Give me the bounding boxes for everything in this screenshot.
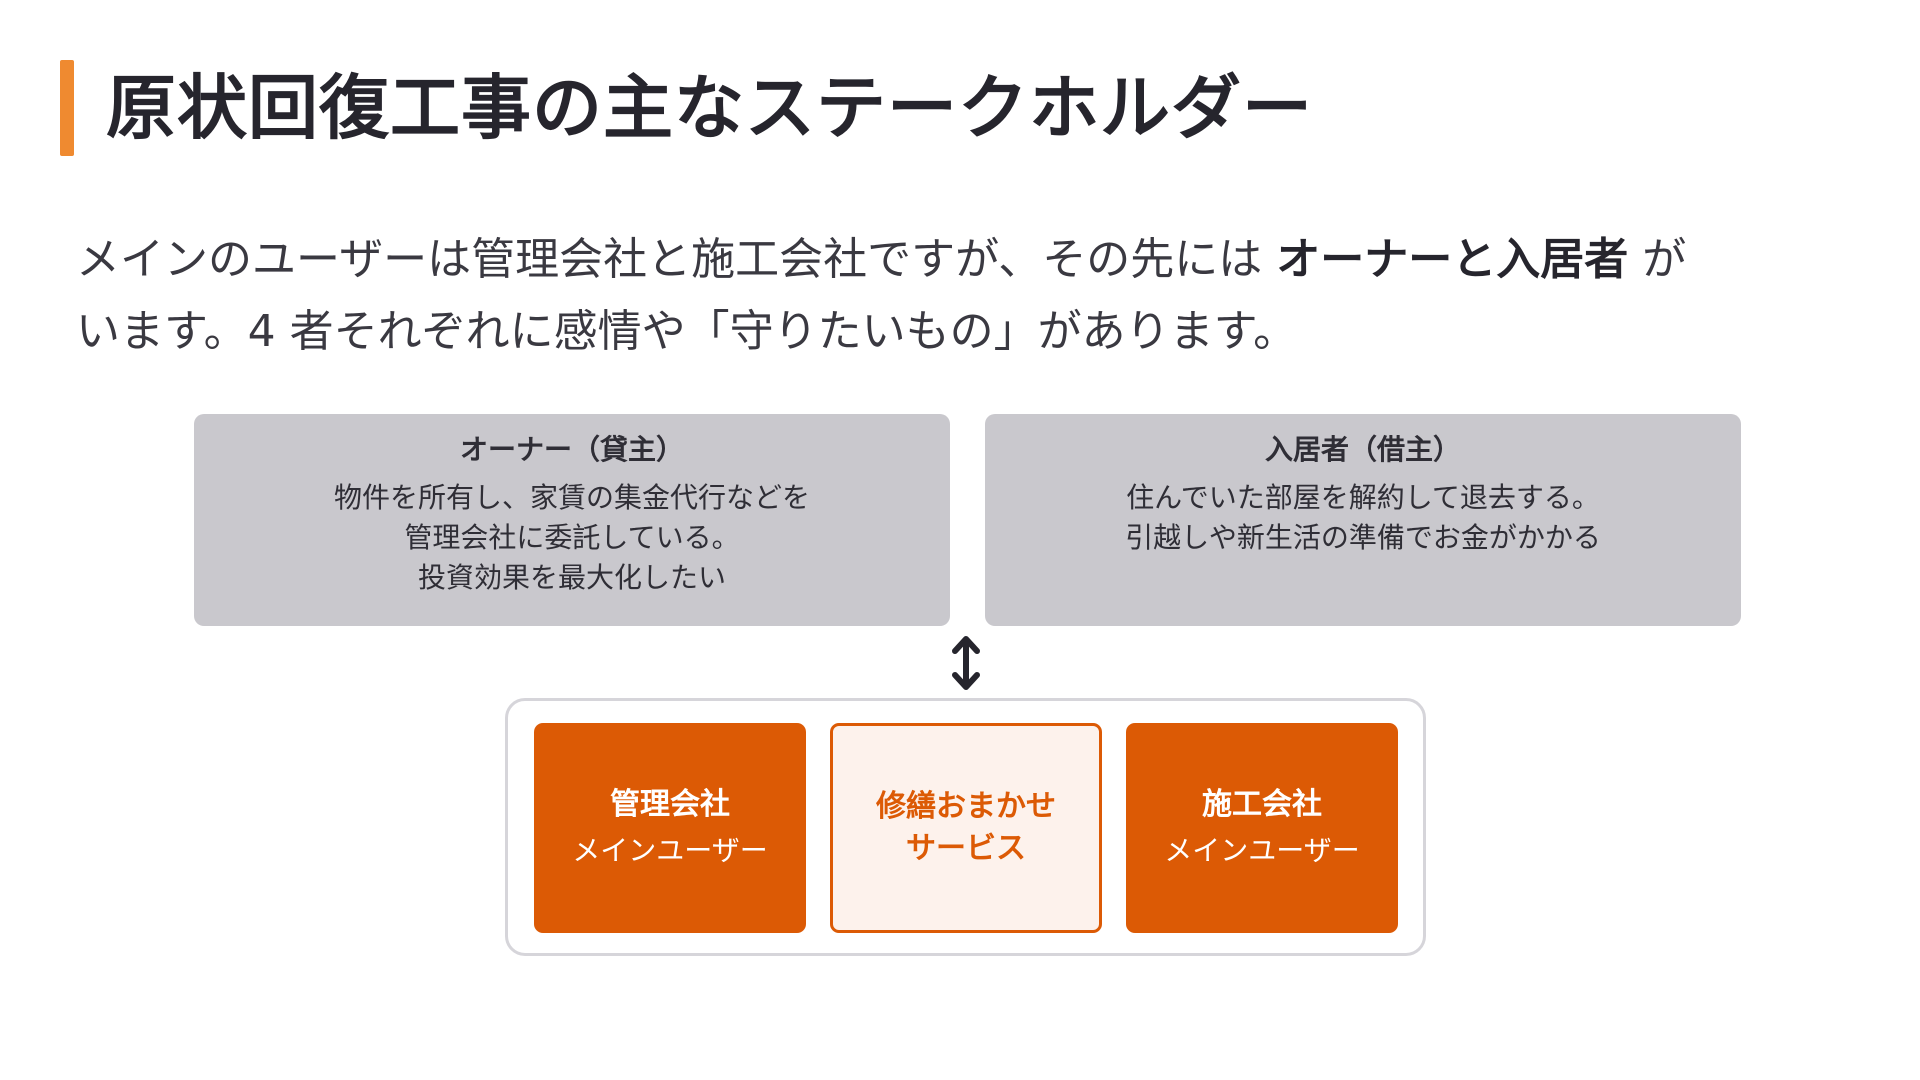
page-title: 原状回復工事の主なステークホルダー bbox=[106, 67, 1313, 149]
stakeholder-owner-card: オーナー（貸主） 物件を所有し、家賃の集金代行などを 管理会社に委託している。 … bbox=[194, 414, 950, 626]
owner-description-line: 物件を所有し、家賃の集金代行などを bbox=[333, 481, 810, 514]
double-vertical-arrow-icon bbox=[952, 636, 980, 690]
construction-company-title: 施工会社 bbox=[1202, 787, 1322, 822]
repair-service-title-line1: 修繕おまかせ bbox=[876, 789, 1056, 824]
tenant-description-line: 引越しや新生活の準備でお金がかかる bbox=[1125, 521, 1601, 554]
management-company-box: 管理会社 メインユーザー bbox=[534, 723, 806, 933]
construction-company-box: 施工会社 メインユーザー bbox=[1126, 723, 1398, 933]
lead-paragraph: メインのユーザーは管理会社と施工会社ですが、その先には オーナーと入居者 が い… bbox=[76, 224, 1856, 368]
owner-description-line: 管理会社に委託している。 bbox=[404, 521, 740, 554]
repair-service-box: 修繕おまかせ サービス bbox=[830, 723, 1102, 933]
lead-text-part2: が bbox=[1642, 234, 1687, 285]
repair-service-title-line2: サービス bbox=[906, 831, 1026, 866]
tenant-description-line: 住んでいた部屋を解約して退去する。 bbox=[1126, 481, 1600, 514]
title-accent-bar bbox=[60, 60, 74, 156]
owner-title: オーナー（貸主） bbox=[459, 433, 684, 466]
owner-description-line: 投資効果を最大化したい bbox=[417, 561, 726, 594]
tenant-title: 入居者（借主） bbox=[1264, 433, 1461, 466]
lead-text-part1: メインのユーザーは管理会社と施工会社ですが、その先には bbox=[76, 234, 1263, 285]
lead-text-emphasis: オーナーと入居者 bbox=[1276, 234, 1629, 285]
management-company-title: 管理会社 bbox=[610, 787, 730, 822]
lead-text-line2: います。4 者それぞれに感情や「守りたいもの」があります。 bbox=[76, 306, 1298, 357]
management-company-subtitle: メインユーザー bbox=[572, 834, 768, 867]
stakeholder-tenant-card: 入居者（借主） 住んでいた部屋を解約して退去する。 引越しや新生活の準備でお金が… bbox=[985, 414, 1741, 626]
construction-company-subtitle: メインユーザー bbox=[1164, 834, 1360, 867]
